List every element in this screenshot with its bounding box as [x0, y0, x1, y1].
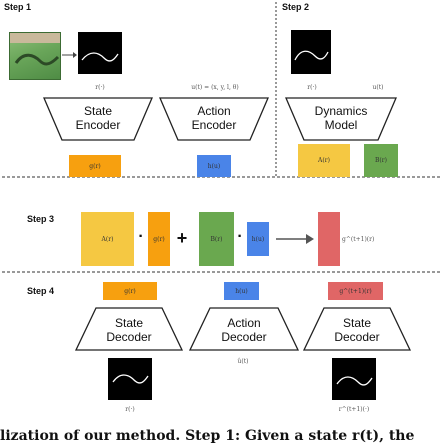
predicted-next-state-label: r^(t+1)(·): [338, 406, 370, 413]
step1-image-label: r(·): [95, 84, 105, 91]
step-1-label: Step 1: [4, 2, 32, 12]
step3-next-latent-state: [318, 212, 340, 266]
action-formula: u(t) = (x, y, l, θ): [191, 84, 239, 91]
rope-photo: [9, 32, 61, 80]
step-3-label: Step 3: [27, 214, 55, 224]
step3-latent-state: g(r): [148, 212, 170, 266]
step-4-label: Step 4: [27, 286, 55, 296]
step2-action-label: u(t): [372, 84, 384, 91]
rope-silhouette-image: [78, 32, 122, 74]
step3-latent-action: h(u): [247, 222, 269, 256]
dynamics-model-shape: [285, 97, 397, 141]
step4-next-latent-state: g^(t+1)(r): [328, 282, 383, 300]
reconstructed-state-image: [108, 358, 152, 400]
dot-operator-2: ·: [237, 228, 243, 245]
action-decoder-shape: [188, 307, 300, 351]
reconstructed-state-label: r(·): [125, 406, 135, 413]
step3-matrix-A: A(r): [81, 212, 134, 266]
latent-action-box: h(u): [197, 155, 231, 177]
predicted-next-state-image: [332, 358, 376, 400]
state-decoder-2-shape: [302, 307, 412, 351]
plus-operator: +: [176, 228, 188, 248]
state-decoder-1-shape: [74, 307, 184, 351]
step4-latent-state: g(r): [103, 282, 157, 300]
step-2-label: Step 2: [282, 2, 310, 12]
next-latent-label: g^(t+1)(r): [342, 236, 375, 243]
matrix-B-box: B(r): [364, 144, 398, 177]
step4-latent-action: h(u): [224, 282, 259, 300]
state-encoder-shape: [43, 97, 153, 141]
figure-caption-fragment: lization of our method. Step 1: Given a …: [0, 428, 415, 444]
step2-image-label: r(·): [307, 84, 317, 91]
dot-operator-1: ·: [138, 228, 144, 245]
decoded-action-label: û(t): [237, 358, 249, 365]
step3-matrix-B: B(r): [199, 212, 234, 266]
latent-state-box: g(r): [69, 155, 121, 177]
action-encoder-shape: [159, 97, 269, 141]
matrix-A-box: A(r): [298, 144, 350, 177]
rope-silhouette-image-step2: [291, 30, 331, 74]
